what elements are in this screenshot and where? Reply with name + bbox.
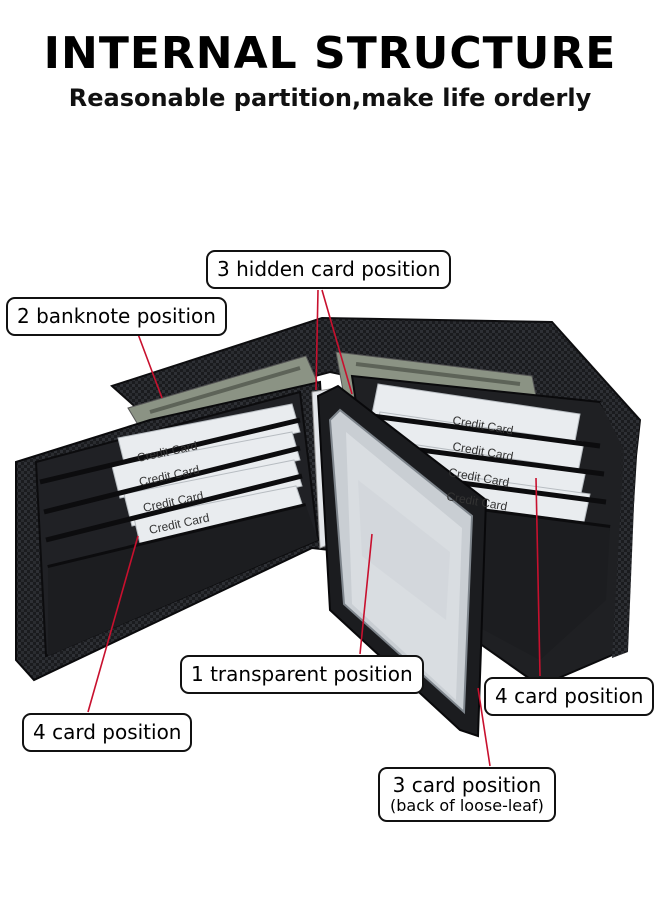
callout-back-cards: 3 card position (back of loose-leaf) [378, 767, 556, 823]
pointer-banknote [137, 333, 163, 399]
left-lower-pocket [48, 506, 318, 656]
left-card-stack [39, 403, 318, 656]
card-label: Credit Card [142, 488, 205, 514]
pointer-hidden-a [315, 289, 319, 391]
card-label: Credit Card [148, 510, 211, 536]
callout-transparent: 1 transparent position [180, 655, 424, 694]
callout-hidden-card: 3 hidden card position [206, 250, 452, 289]
pointer-right-cards [535, 477, 541, 677]
callout-right-cards: 4 card position [484, 677, 655, 716]
card-label: Credit Card [445, 489, 508, 513]
page-subtitle: Reasonable partition,make life orderly [68, 84, 592, 112]
callout-left-cards: 4 card position [22, 713, 193, 752]
pointer-hidden-b [321, 289, 353, 395]
card-label: Credit Card [136, 438, 199, 464]
pointer-lines [87, 289, 541, 767]
card-label: Credit Card [447, 465, 510, 489]
page-title: INTERNAL STRUCTURE [43, 28, 617, 79]
pointer-transparent [359, 533, 373, 655]
pointer-left-cards [87, 535, 139, 713]
card-label: Credit Card [451, 413, 514, 437]
card-label: Credit Card [451, 439, 514, 463]
callout-banknote: 2 banknote position [6, 297, 227, 336]
pointer-back-cards [477, 687, 491, 767]
card-label: Credit Card [138, 462, 201, 488]
wallet-right-rim [600, 402, 640, 658]
